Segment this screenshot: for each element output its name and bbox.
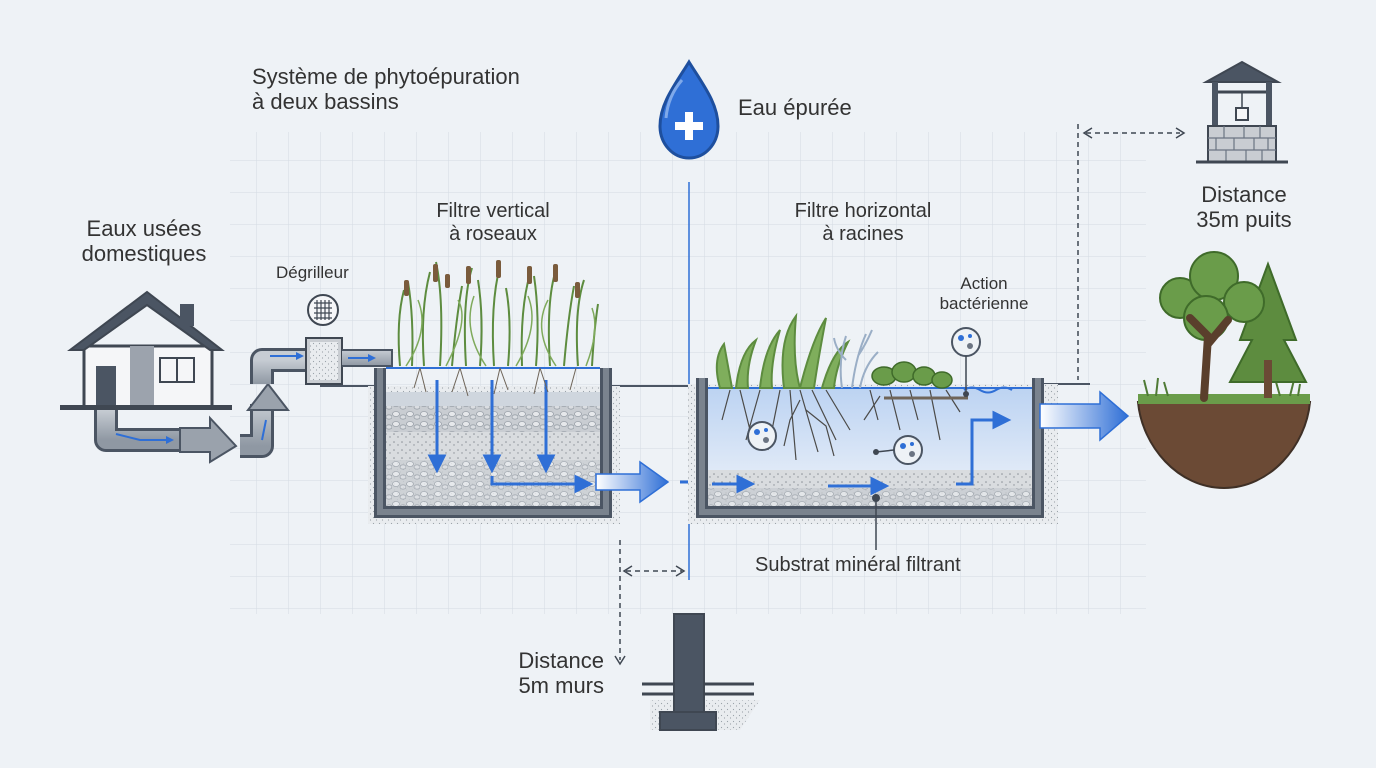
label-eaux-usees-line-1: Eaux usées <box>86 216 202 241</box>
label-distance-murs-line-1: Distance <box>518 648 604 673</box>
well-icon <box>1196 60 1288 164</box>
wall-icon <box>642 613 760 731</box>
house-icon <box>60 290 232 410</box>
grate-icon <box>305 294 393 385</box>
label-filtre-vertical-line-2: à roseaux <box>449 223 537 245</box>
label-substrat: Substrat minéral filtrant <box>755 554 961 576</box>
horizontal-filter-basin <box>688 312 1130 550</box>
label-action-bacterienne: Action bactérienne <box>922 274 1046 313</box>
label-action-line-2: bactérienne <box>939 293 1029 313</box>
label-eau-epuree: Eau épurée <box>738 95 852 120</box>
label-action-line-1: Action <box>960 274 1008 293</box>
title-line-1: Système de phytoépuration <box>252 64 520 89</box>
diagram-title: Système de phytoépuration à deux bassins <box>252 64 520 115</box>
label-eaux-usees: Eaux usées domestiques <box>58 216 230 267</box>
label-distance-puits-line-1: Distance <box>1201 182 1287 207</box>
inlet-pipe <box>94 348 310 464</box>
background-grid <box>230 132 1146 614</box>
label-filtre-horizontal-line-1: Filtre horizontal <box>794 200 932 222</box>
label-filtre-vertical-line-1: Filtre vertical <box>436 200 550 222</box>
wall-distance-marker <box>614 540 686 666</box>
label-distance-murs-line-2: 5m murs <box>518 673 604 699</box>
label-eaux-usees-line-2: domestiques <box>81 241 207 267</box>
vertical-filter-basin <box>320 260 690 524</box>
label-degrilleur: Dégrilleur <box>276 263 349 282</box>
label-filtre-horizontal-line-2: à racines <box>822 223 904 245</box>
water-drop-icon <box>658 59 720 160</box>
tree-icon <box>1136 251 1312 490</box>
label-distance-puits-line-2: 35m puits <box>1196 207 1292 233</box>
label-filtre-vertical: Filtre vertical à roseaux <box>406 200 580 246</box>
label-filtre-horizontal: Filtre horizontal à racines <box>768 200 958 246</box>
label-distance-murs: Distance 5m murs <box>500 648 604 699</box>
label-distance-puits: Distance 35m puits <box>1172 182 1316 233</box>
bacteria-icon <box>747 327 981 465</box>
title-line-2: à deux bassins <box>252 89 399 115</box>
well-distance-marker <box>1077 124 1186 380</box>
